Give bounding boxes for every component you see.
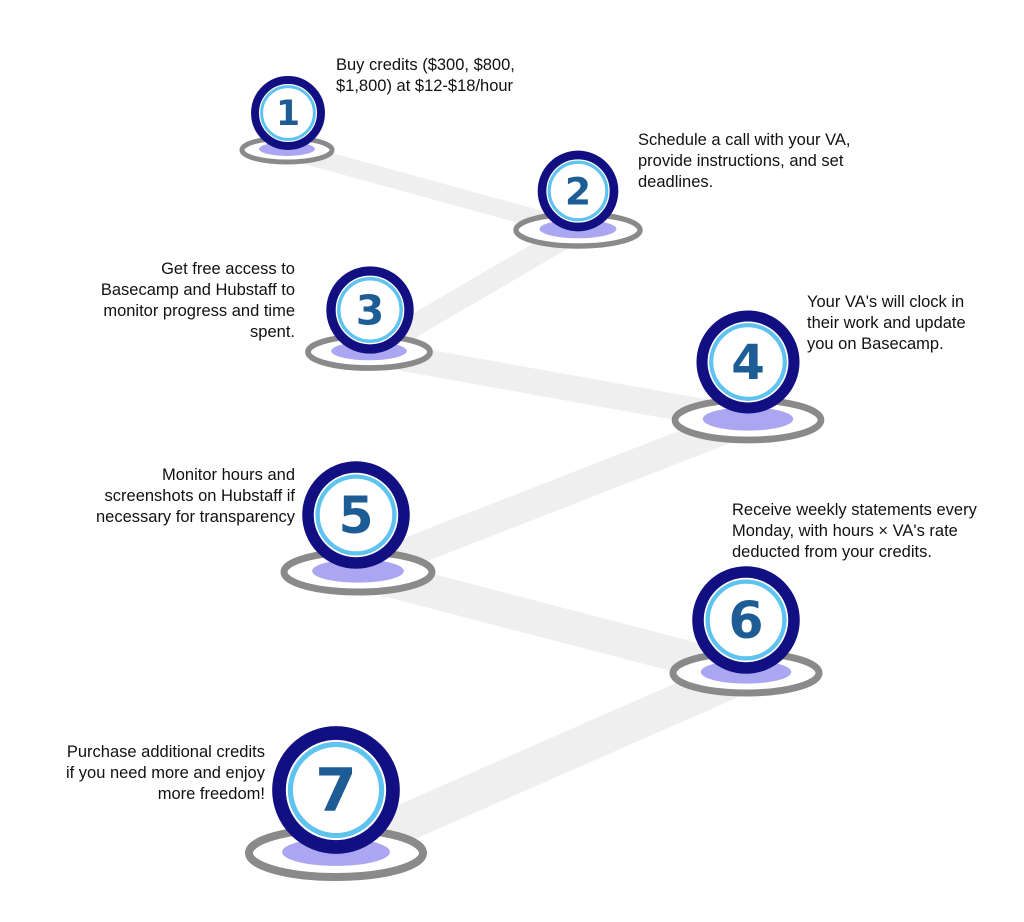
step-description-line: monitor progress and time — [103, 302, 295, 320]
step-description-line: deducted from your credits. — [732, 543, 932, 561]
step-description-line: Purchase additional credits — [66, 743, 265, 761]
step-marker-7: 7 — [245, 726, 427, 881]
step-marker-2: 2 — [513, 150, 643, 249]
step-number: 7 — [315, 756, 357, 826]
step-badge-inner — [547, 160, 609, 222]
step-description-line: Monday, with hours × VA's rate — [732, 522, 958, 540]
step-description-line: Monitor hours and — [162, 466, 295, 484]
connector-path-4-5 — [343, 405, 763, 587]
step-description-line: provide instructions, and set — [638, 152, 844, 170]
step-description-line: $1,800) at $12-$18/hour — [336, 77, 514, 95]
connector-path-6-7 — [317, 654, 765, 872]
step-base-shadow — [702, 407, 794, 431]
step-marker-5: 5 — [280, 461, 436, 596]
step-description-line: if you need more and enjoy — [65, 764, 265, 782]
step-description-line: necessary for transparency — [95, 508, 295, 526]
step-marker-6: 6 — [669, 566, 823, 697]
step-badge-inner — [260, 85, 316, 141]
step-marker-4: 4 — [671, 310, 825, 444]
step-description-line: Your VA's will clock in — [807, 293, 965, 311]
step-number: 6 — [728, 591, 763, 650]
step-number: 3 — [356, 286, 385, 334]
step-description-1: Buy credits ($300, $800, $1,800) at $12-$… — [336, 55, 596, 97]
step-description-line: Schedule a call with your VA, — [638, 131, 851, 149]
step-description-4: Your VA's will clock in their work and up… — [807, 292, 1017, 355]
step-markers: 1 2 3 4 5 6 7 — [239, 76, 825, 881]
step-marker-3: 3 — [305, 266, 433, 371]
connector-path-5-6 — [341, 555, 763, 690]
step-description-line: you on Basecamp. — [807, 335, 944, 353]
step-description-5: Monitor hours and screenshots on Hubstaff… — [15, 465, 295, 528]
step-description-7: Purchase additional credits if you need m… — [5, 742, 265, 805]
step-description-line: Basecamp and Hubstaff to — [100, 281, 295, 299]
step-marker-1: 1 — [239, 76, 335, 165]
step-badge-inner — [709, 323, 787, 401]
connector-path-1-2 — [278, 141, 587, 239]
step-description-line: Receive weekly statements every — [732, 501, 977, 519]
step-description-line: spent. — [250, 323, 295, 341]
step-description-line: screenshots on Hubstaff if — [104, 487, 295, 505]
step-base-shadow — [312, 559, 404, 583]
step-description-line: Buy credits ($300, $800, — [336, 56, 515, 74]
step-number: 2 — [565, 169, 591, 213]
step-description-line: deadlines. — [638, 173, 714, 191]
step-description-2: Schedule a call with your VA, provide ins… — [638, 130, 938, 193]
step-description-line: more freedom! — [157, 785, 265, 803]
step-description-line: Get free access to — [161, 260, 295, 278]
step-badge-inner — [287, 741, 385, 839]
step-badge-inner — [705, 579, 787, 661]
step-badge-inner — [337, 277, 403, 343]
step-number: 5 — [338, 486, 373, 545]
step-badge-inner — [315, 474, 397, 556]
step-description-line: their work and update — [807, 314, 966, 332]
connector-paths — [278, 141, 765, 872]
step-number: 1 — [276, 94, 300, 134]
step-number: 4 — [731, 335, 765, 391]
step-description-3: Get free access to Basecamp and Hubstaff … — [25, 259, 295, 343]
